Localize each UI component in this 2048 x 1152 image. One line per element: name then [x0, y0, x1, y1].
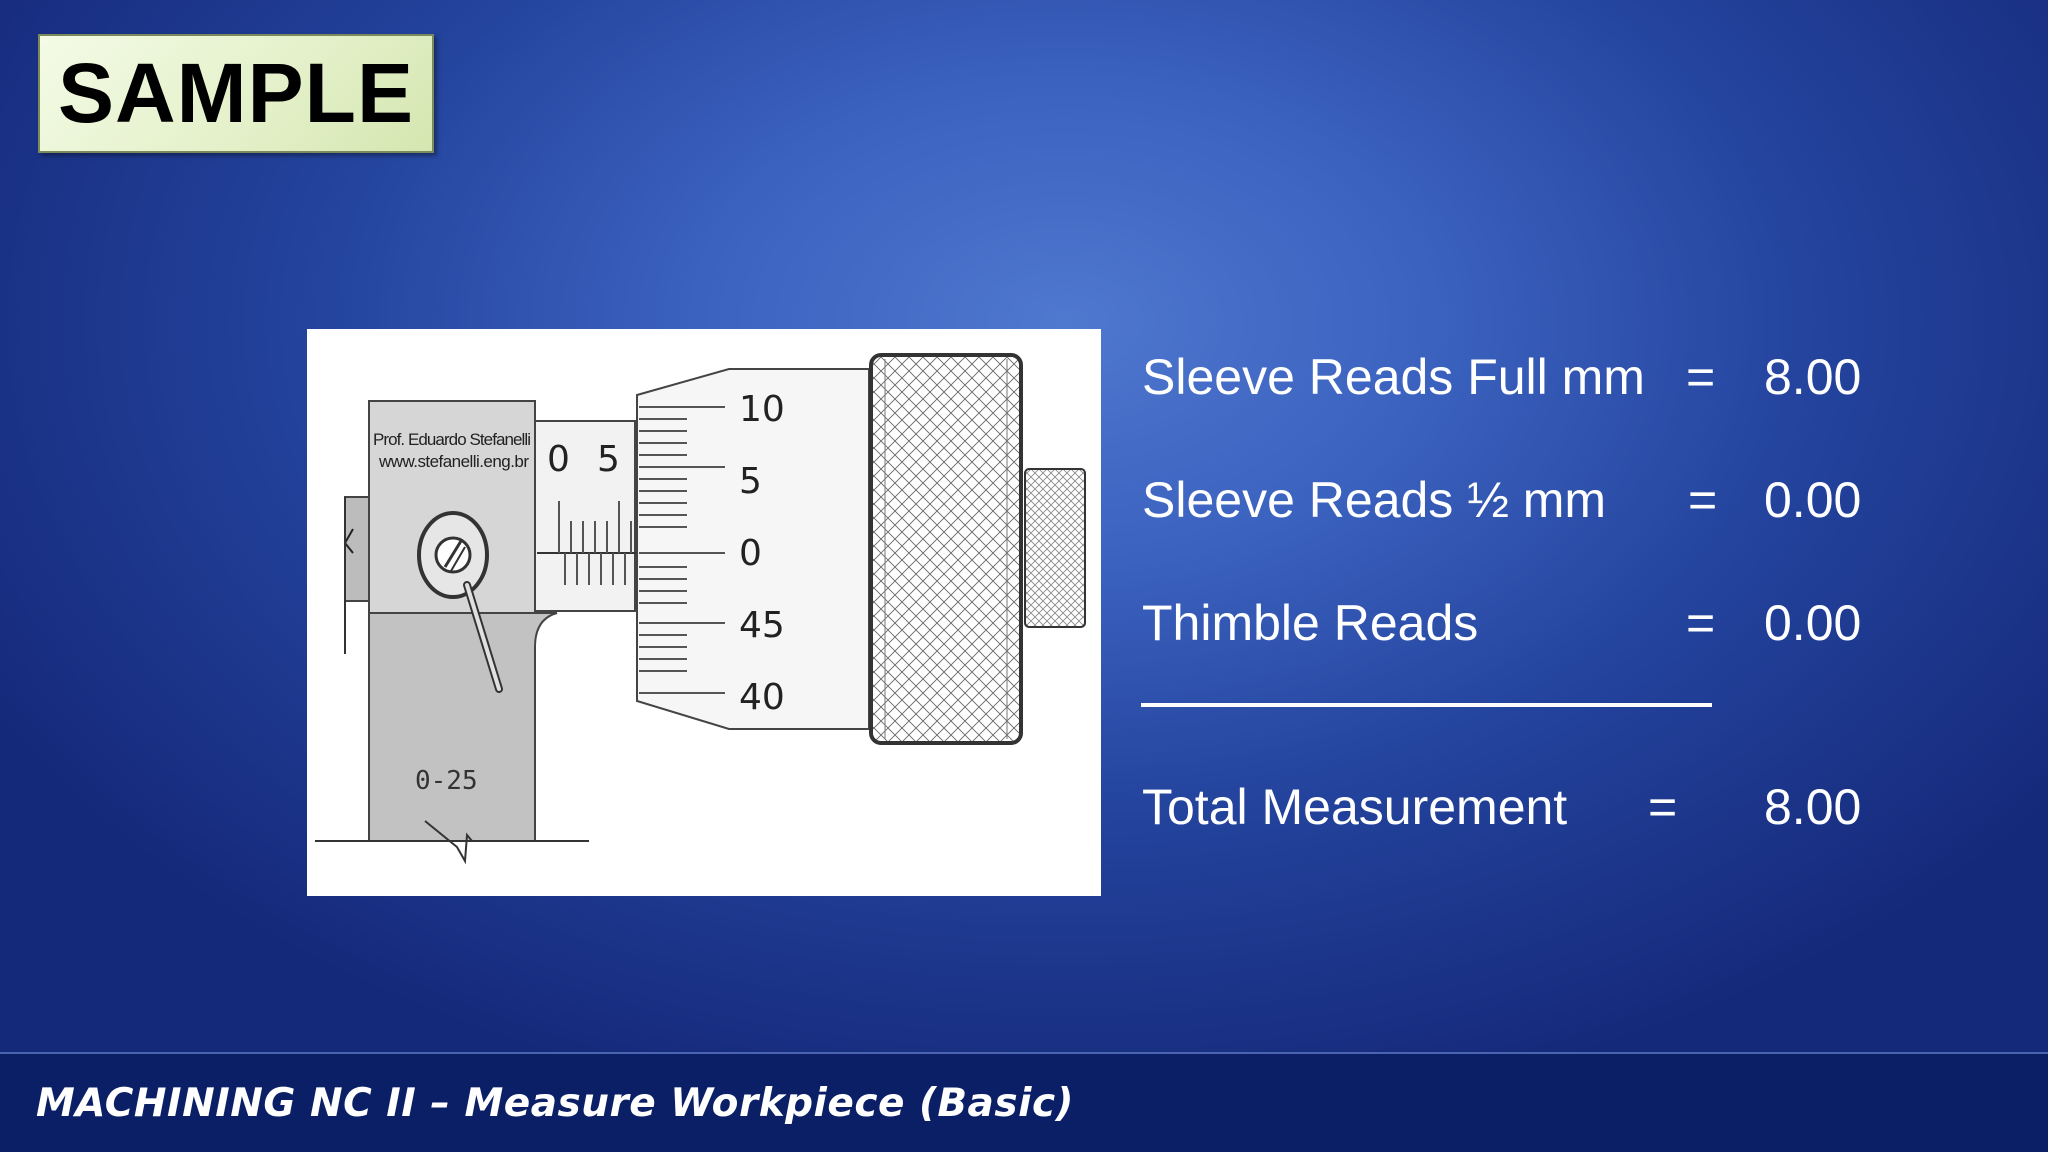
- frame-range-label: 0-25: [415, 766, 478, 796]
- micrometer-diagram: 0-25 Prof. Eduardo Stefanelli www.stefan…: [307, 329, 1101, 896]
- credit-name: Prof. Eduardo Stefanelli: [373, 430, 531, 449]
- total-measurement-value: 8.00: [1764, 779, 1862, 835]
- sample-badge-text: SAMPLE: [57, 46, 415, 140]
- sleeve-full-mm-label: Sleeve Reads Full mm: [1142, 349, 1645, 405]
- sample-badge: SAMPLE: [38, 34, 434, 153]
- total-measurement-equals: =: [1648, 779, 1678, 835]
- sleeve-full-mm-equals: =: [1686, 349, 1716, 405]
- credit-url: www.stefanelli.eng.br: [378, 452, 529, 471]
- thimble-reads-value: 0.00: [1764, 595, 1862, 651]
- thimble-number-0: 0: [739, 533, 762, 574]
- footer-bar: MACHINING NC II – Measure Workpiece (Bas…: [0, 1052, 2048, 1152]
- thimble-reads-equals: =: [1686, 595, 1716, 651]
- sleeve-half-mm-value: 0.00: [1764, 472, 1862, 528]
- sleeve-scale: [558, 501, 632, 585]
- thimble-number-10: 10: [739, 389, 785, 430]
- thimble-number-45: 45: [739, 605, 785, 646]
- total-measurement-label: Total Measurement: [1142, 779, 1568, 835]
- thimble-number-40: 40: [739, 677, 785, 718]
- sleeve-number-0: 0: [547, 439, 570, 480]
- sleeve-full-mm-value: 8.00: [1764, 349, 1862, 405]
- sleeve-half-mm-equals: =: [1688, 472, 1718, 528]
- sleeve-half-mm-label: Sleeve Reads ½ mm: [1142, 472, 1607, 528]
- micrometer-illustration: 0-25 Prof. Eduardo Stefanelli www.stefan…: [315, 353, 1086, 865]
- sum-divider: [1141, 703, 1712, 707]
- thimble-reads-label: Thimble Reads: [1142, 595, 1479, 651]
- sleeve-number-5: 5: [597, 439, 620, 480]
- footer-title: MACHINING NC II – Measure Workpiece (Bas…: [36, 1080, 1074, 1126]
- thimble-scale: [639, 406, 725, 694]
- thimble-number-5: 5: [739, 461, 762, 502]
